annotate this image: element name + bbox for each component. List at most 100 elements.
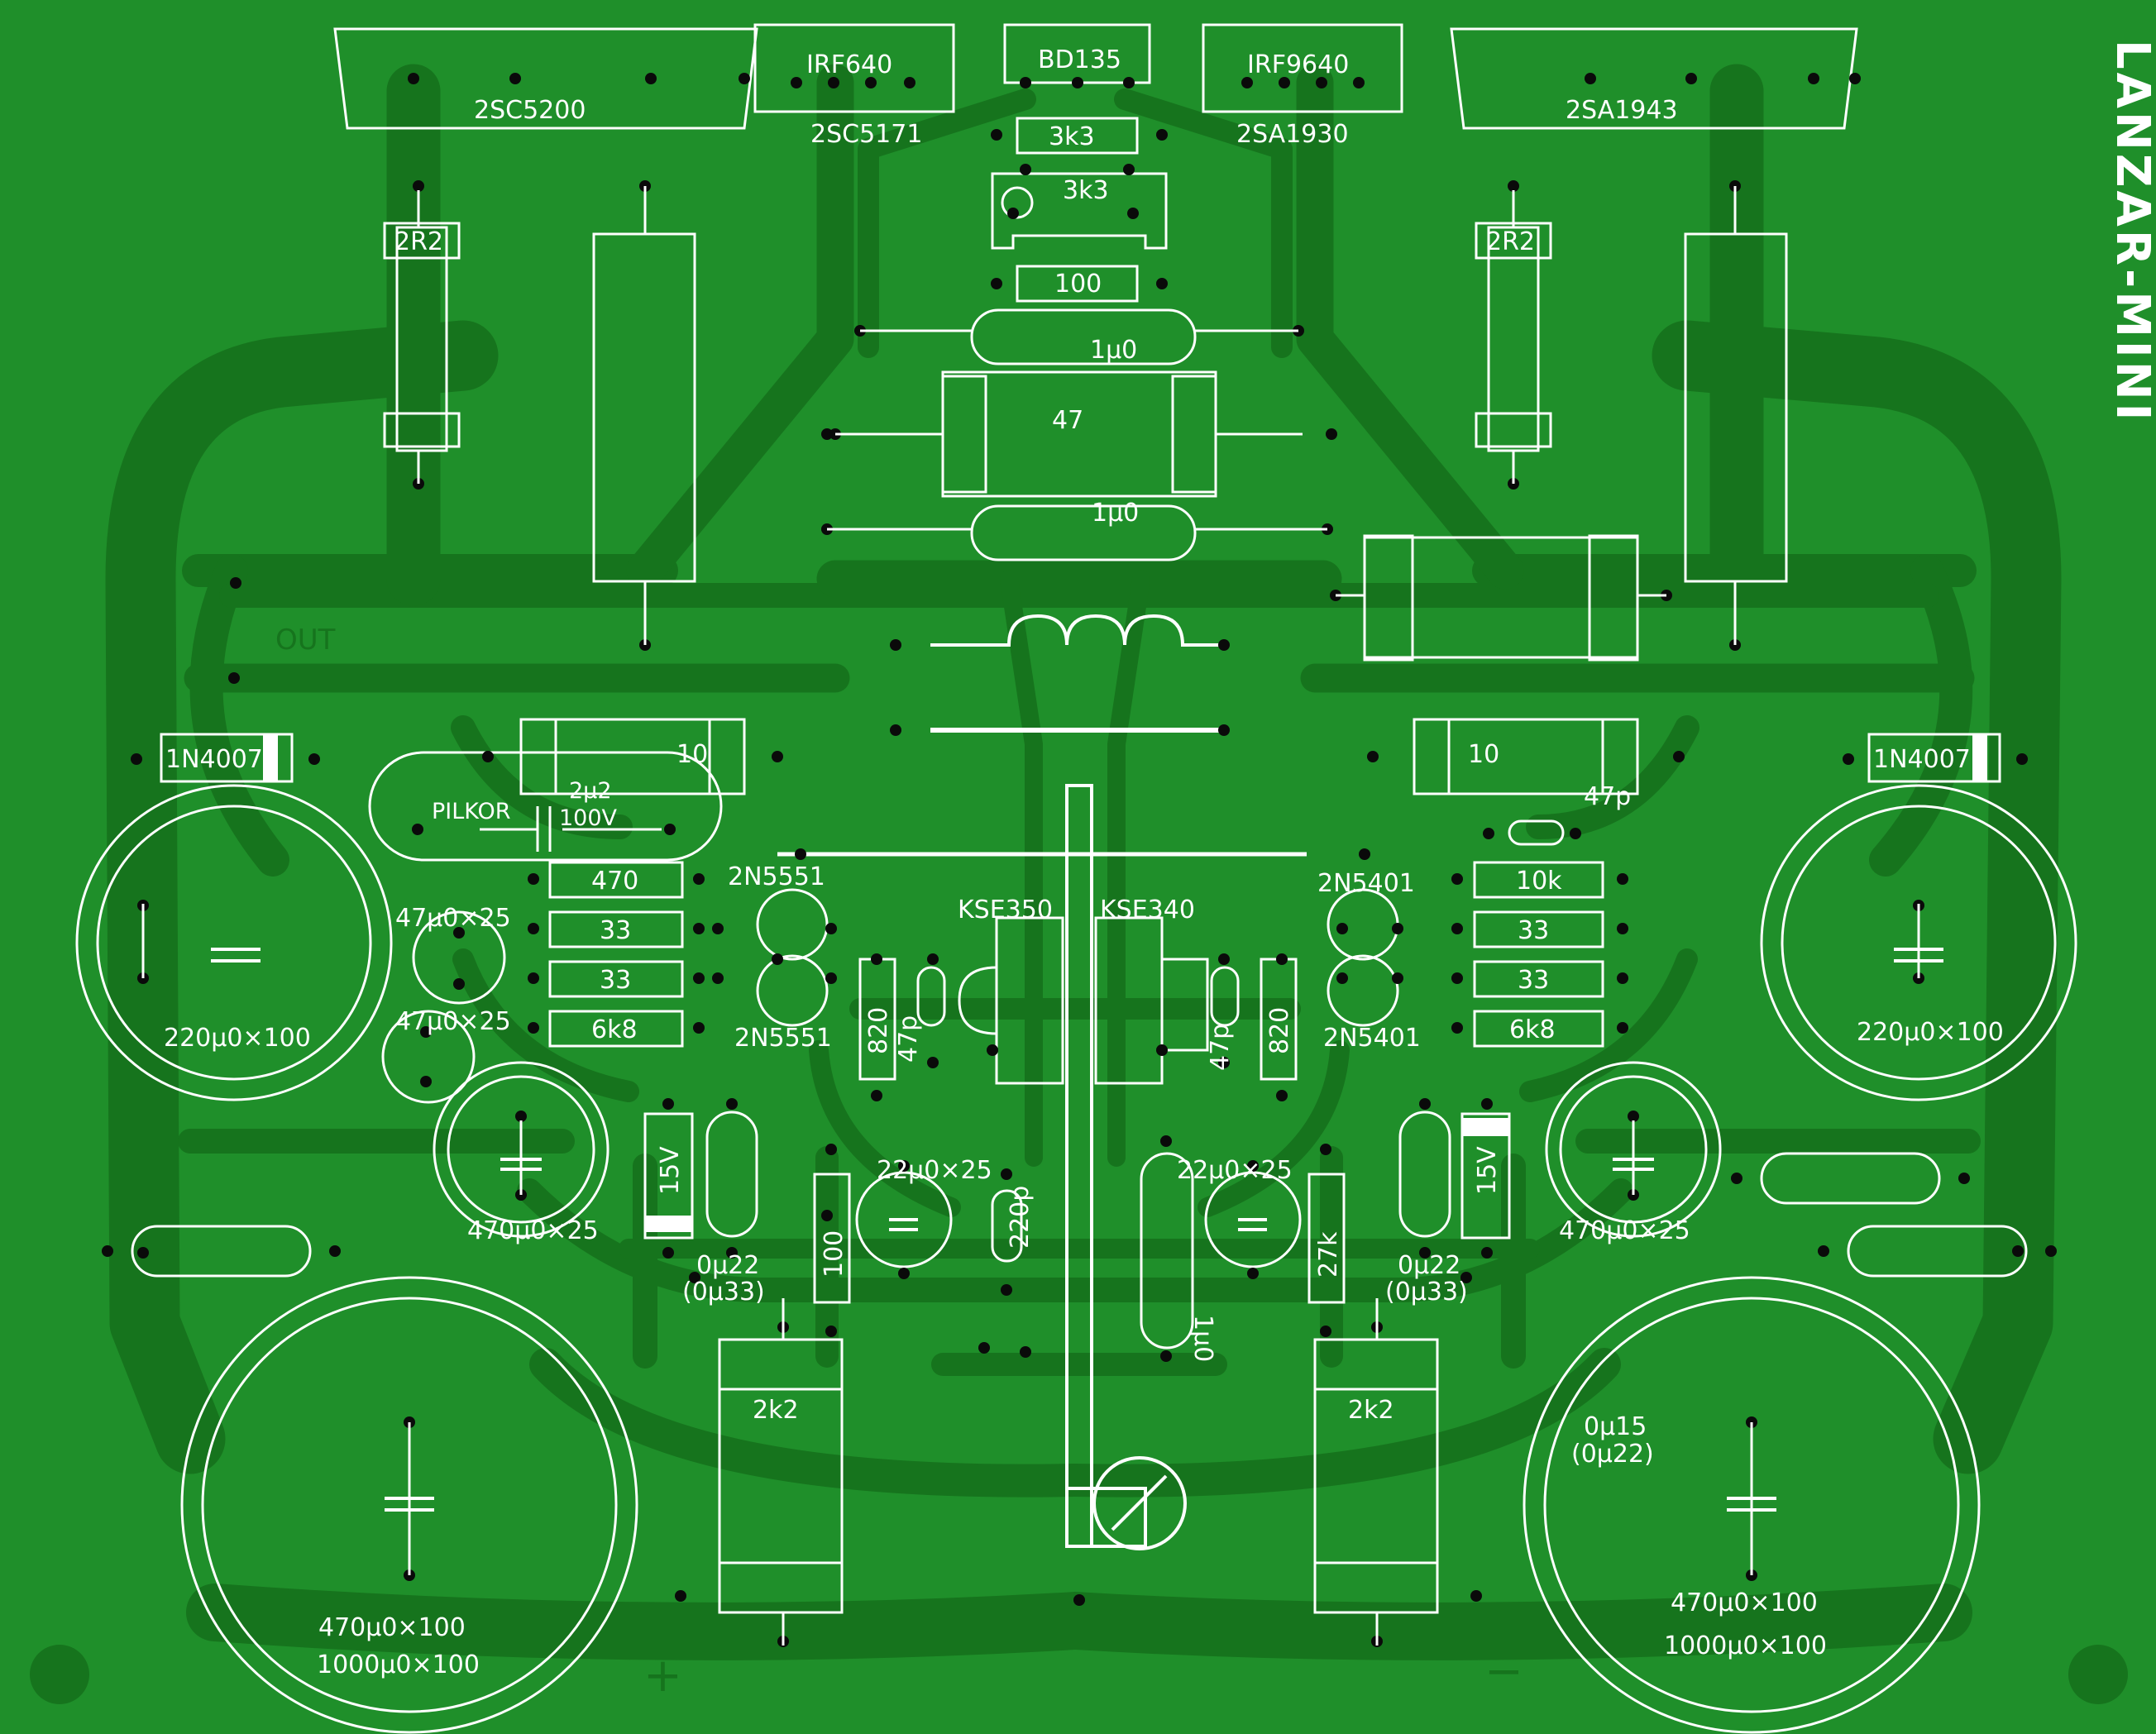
r-6k8-right-outline: [1473, 1010, 1604, 1048]
solder-pad: [420, 1026, 432, 1038]
solder-pad: [712, 972, 724, 984]
solder-pad: [828, 77, 839, 88]
r-2r2-left-band-top: [383, 222, 461, 260]
r-33-r2-outline: [1473, 960, 1604, 998]
solder-pad: [1218, 639, 1230, 651]
solder-pad: [927, 1057, 939, 1068]
solder-pad: [712, 923, 724, 934]
r-2k2-left-label: 2k2: [753, 1396, 799, 1425]
z-left-outline: [643, 1112, 694, 1240]
solder-pad: [825, 923, 837, 934]
r-2r2-left-band-bottom: [383, 412, 461, 448]
silkscreen: [75, 23, 2077, 1734]
z-right-outline: [1460, 1112, 1511, 1240]
solder-pad: [987, 1044, 998, 1056]
r-power-right-cap-l: [1363, 534, 1414, 662]
solder-pad: [2016, 753, 2028, 765]
c-033-right-label: (0µ33): [1385, 1278, 1468, 1306]
solder-pad: [308, 753, 320, 765]
solder-pad: [1617, 923, 1628, 934]
c-220u-left-inner: [96, 805, 372, 1081]
solder-pad: [515, 1111, 527, 1122]
solder-pad: [1001, 1284, 1012, 1296]
r-100-top-outline: [1016, 265, 1139, 303]
r-27k-outline: [1307, 1173, 1346, 1304]
solder-pad: [795, 848, 806, 860]
q9-outline: [1327, 954, 1399, 1027]
solder-pad: [1320, 1144, 1331, 1155]
c-47p-b-outline: [1210, 966, 1240, 1027]
solder-pad: [1818, 1245, 1829, 1257]
solder-pad: [1326, 428, 1337, 440]
solder-pad: [528, 923, 539, 934]
c-220p-outline: [991, 1189, 1023, 1263]
c-022-right-outline: [1398, 1111, 1451, 1238]
r-10-right-cap-l: [1413, 718, 1451, 795]
c-022p-label: (0µ22): [1571, 1440, 1654, 1469]
c-47p-b-label: 47p: [1206, 1024, 1235, 1071]
c-47p-a-outline: [916, 966, 946, 1027]
solder-pad: [413, 180, 424, 192]
solder-pad: [825, 1144, 837, 1155]
r-27k-label: 27k: [1314, 1231, 1343, 1278]
c-film-left: [131, 1225, 312, 1278]
solder-pad: [693, 873, 705, 885]
solder-pad: [991, 129, 1002, 141]
trimmer-dial: [1001, 186, 1034, 219]
solder-pad: [2012, 1245, 2024, 1257]
solder-pad: [230, 577, 241, 589]
c-470u25-left-outline: [433, 1061, 610, 1238]
c-470u25-left-inner: [447, 1075, 595, 1224]
solder-pad: [1685, 73, 1697, 84]
solder-pad: [1617, 873, 1628, 885]
r-2k2-right-label: 2k2: [1348, 1396, 1394, 1425]
solder-pad: [1808, 73, 1819, 84]
solder-pad: [772, 751, 783, 762]
c-022-right-label: 0µ22: [1398, 1251, 1460, 1280]
solder-pad: [865, 77, 877, 88]
solder-pad: [825, 972, 837, 984]
solder-pad: [1460, 1272, 1472, 1283]
copper-traces: [105, 64, 2062, 1660]
solder-pad: [528, 1022, 539, 1034]
solder-pad: [1241, 77, 1253, 88]
c-033-left-label: (0µ33): [682, 1278, 765, 1306]
r-3k3-outline: [1016, 117, 1139, 155]
solder-pad: [871, 953, 882, 965]
c-1u0-bottom-outline: [1140, 1152, 1194, 1349]
c-470u25-left-label: 470µ0×25: [467, 1216, 599, 1245]
solder-pad: [1359, 848, 1370, 860]
c-1u0-top-label: 1µ0: [1090, 336, 1137, 365]
c-22u-right-outline: [1204, 1171, 1302, 1268]
solder-pad: [1392, 972, 1403, 984]
r-power-right-cap-r: [1588, 534, 1639, 662]
q5-outline: [1202, 23, 1403, 113]
solder-pad: [1316, 77, 1327, 88]
mounting-hole-bl: [30, 1645, 89, 1704]
c-pilkor-brand: PILKOR: [432, 799, 511, 824]
r-10-left-cap-l: [519, 718, 557, 795]
solder-pads: [102, 73, 2057, 1647]
solder-pad: [1585, 73, 1596, 84]
r-33-l2-outline: [548, 960, 684, 998]
r-820-left-label: 820: [864, 1007, 893, 1054]
solder-pad: [1508, 180, 1519, 192]
c-470u25-right-outline: [1545, 1061, 1722, 1238]
solder-pad: [1156, 278, 1168, 289]
c-220u-left-outline: [75, 784, 393, 1101]
r-2r2-right-band-bottom: [1475, 412, 1552, 448]
solder-pad: [1020, 77, 1031, 88]
solder-pad: [739, 73, 750, 84]
c-1u0-top-outline: [970, 308, 1197, 365]
solder-pad: [420, 1076, 432, 1087]
r-100-bottom-label: 100: [820, 1230, 849, 1278]
c-big-left-inner: [201, 1297, 618, 1713]
solder-pad: [1336, 923, 1348, 934]
q3-label: IRF640: [806, 50, 892, 79]
solder-pad: [1731, 1173, 1742, 1184]
solder-pad: [102, 1245, 113, 1257]
solder-pad: [2045, 1245, 2057, 1257]
r-100-bottom-outline: [813, 1173, 851, 1304]
inductor: [930, 614, 1228, 647]
